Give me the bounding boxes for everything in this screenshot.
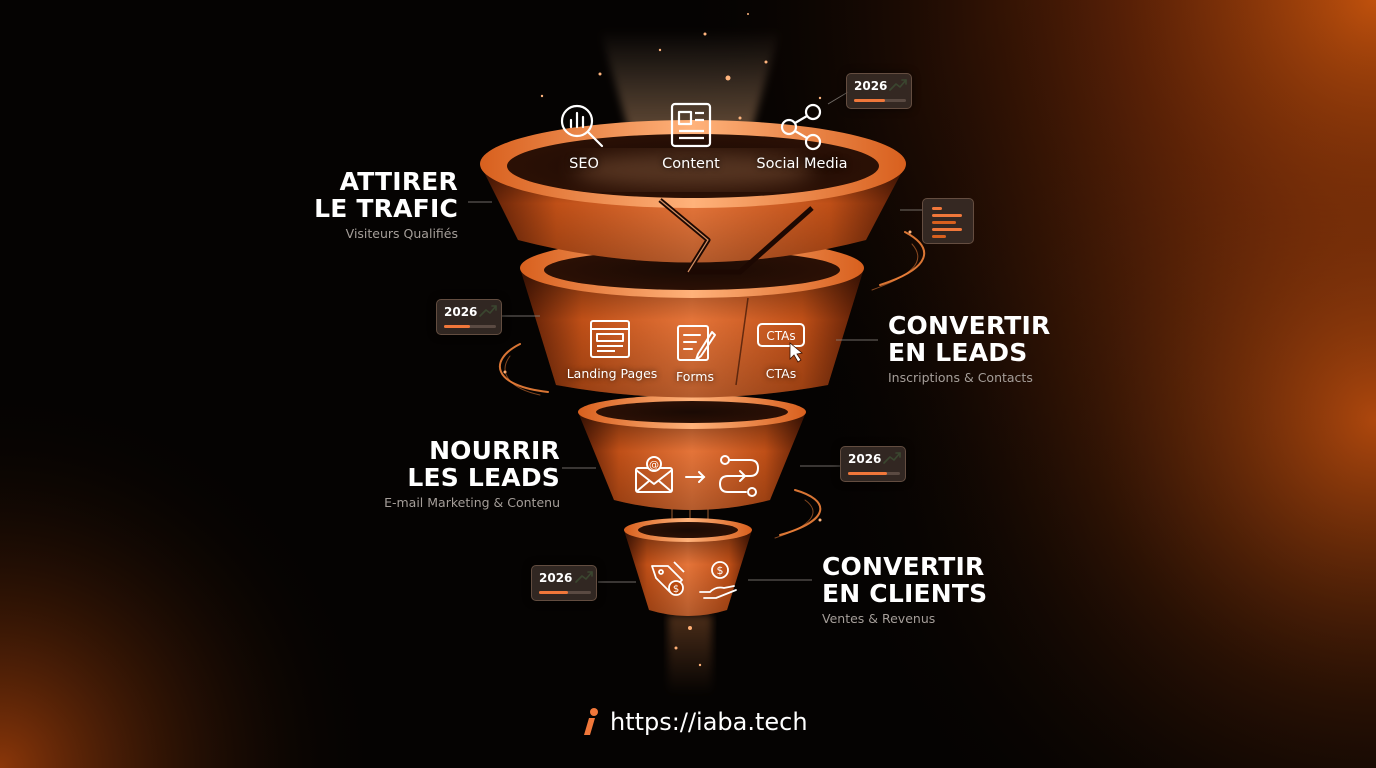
landing-page-icon xyxy=(590,320,630,358)
stage-subtitle-nurture: E-mail Marketing & Contenu xyxy=(384,495,560,510)
year-badge: 2026 xyxy=(531,565,597,601)
icon-label-ctas: CTAs xyxy=(765,366,797,381)
stage-title-convert-clients: CONVERTIR EN CLIENTS xyxy=(822,552,988,608)
cursor-icon xyxy=(789,342,803,363)
footer-url-link[interactable]: https://iaba.tech xyxy=(610,708,808,736)
cta-button-text: CTAs xyxy=(766,329,795,343)
hand-money-icon: $ xyxy=(699,561,737,599)
footer: https://iaba.tech xyxy=(580,704,808,740)
year-badge: 2026 xyxy=(846,73,912,109)
svg-text:$: $ xyxy=(717,564,724,577)
badge-year: 2026 xyxy=(539,571,573,585)
badge-progress-fill xyxy=(848,472,887,475)
magnifier-chart-icon xyxy=(560,104,604,148)
list-lines-icon xyxy=(922,198,974,244)
logo-icon xyxy=(584,708,598,735)
badge-progress-fill xyxy=(854,99,886,102)
document-icon xyxy=(670,102,712,148)
badge-progress-track xyxy=(854,99,906,102)
price-tag-icon: $ xyxy=(651,561,685,596)
form-edit-icon xyxy=(677,325,716,361)
year-badge: 2026 xyxy=(436,299,502,335)
share-icon xyxy=(780,103,822,151)
orbit-swirls xyxy=(499,231,925,539)
icon-label-seo: SEO xyxy=(569,156,599,172)
stage-title-convert-leads: CONVERTIR EN LEADS xyxy=(888,311,1051,367)
stage-title-attract: ATTIRER LE TRAFIC xyxy=(314,167,458,223)
badge-progress-fill xyxy=(444,325,470,328)
badge-year: 2026 xyxy=(848,452,882,466)
badge-year: 2026 xyxy=(444,305,478,319)
stage-subtitle-convert-clients: Ventes & Revenus xyxy=(822,611,936,626)
svg-text:$: $ xyxy=(673,584,679,595)
icon-label-forms: Forms xyxy=(675,369,715,384)
funnel-tier-1 xyxy=(480,120,906,275)
badge-progress-track xyxy=(444,325,496,328)
badge-progress-track xyxy=(539,591,591,594)
stage-subtitle-convert-leads: Inscriptions & Contacts xyxy=(888,370,1033,385)
workflow-icon xyxy=(719,455,759,497)
funnel-tier-3 xyxy=(578,395,806,510)
cta-button-icon: CTAs xyxy=(757,323,805,363)
funnel-tier-4 xyxy=(624,518,752,616)
svg-text:@: @ xyxy=(649,460,659,471)
icon-label-social-media: Social Media xyxy=(756,156,848,172)
email-icon: @ xyxy=(635,456,673,493)
badge-progress-track xyxy=(848,472,900,475)
icon-label-content: Content xyxy=(662,156,720,172)
stage-title-nurture: NOURRIR LES LEADS xyxy=(407,436,560,492)
year-badge: 2026 xyxy=(840,446,906,482)
connector-lines xyxy=(468,91,922,583)
badge-year: 2026 xyxy=(854,79,888,93)
icon-label-landing-pages: Landing Pages xyxy=(566,366,658,381)
arrow-right-icon xyxy=(685,471,706,483)
badge-progress-fill xyxy=(539,591,568,594)
stage-subtitle-attract: Visiteurs Qualifiés xyxy=(345,226,458,241)
